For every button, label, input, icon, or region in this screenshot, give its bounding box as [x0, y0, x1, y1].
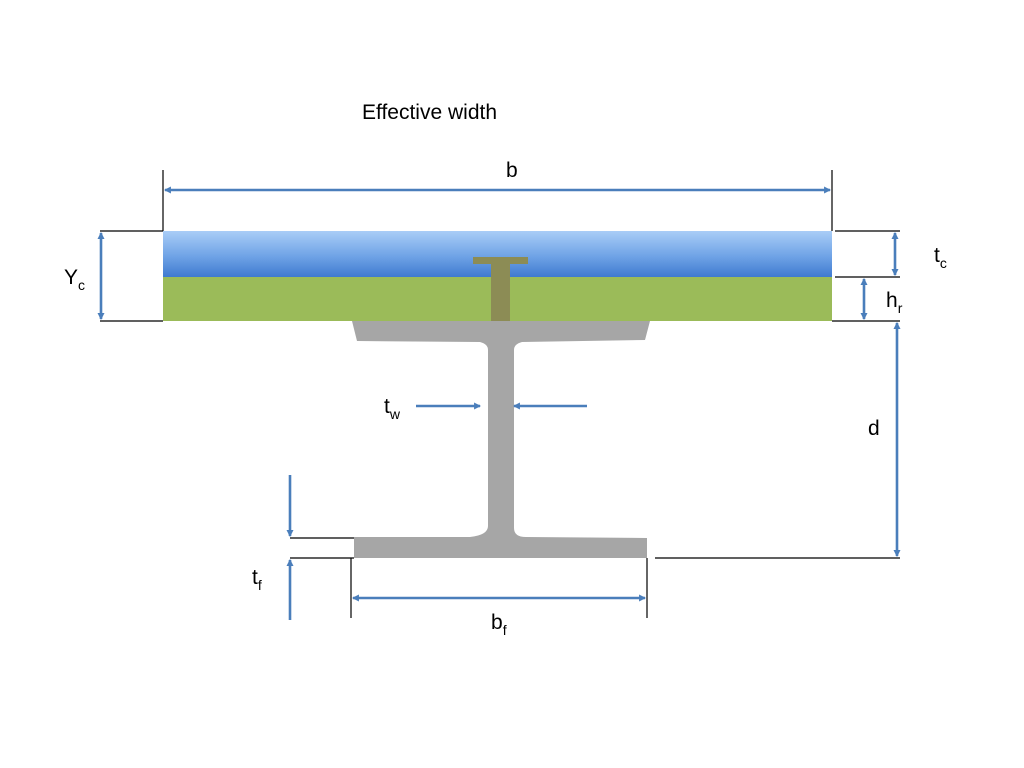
hr-label: hr	[886, 289, 903, 316]
diagram-title: Effective width	[362, 101, 497, 124]
bf-label: bf	[491, 611, 507, 638]
steel-i-beam	[352, 321, 650, 558]
b-label: b	[506, 159, 518, 182]
tf-label: tf	[252, 566, 262, 593]
tc-label: tc	[934, 244, 947, 271]
tw-label: tw	[384, 395, 401, 422]
yc-label: Yc	[64, 266, 85, 293]
extension-lines	[100, 170, 900, 618]
shear-stud	[473, 257, 528, 321]
d-label: d	[868, 417, 880, 440]
